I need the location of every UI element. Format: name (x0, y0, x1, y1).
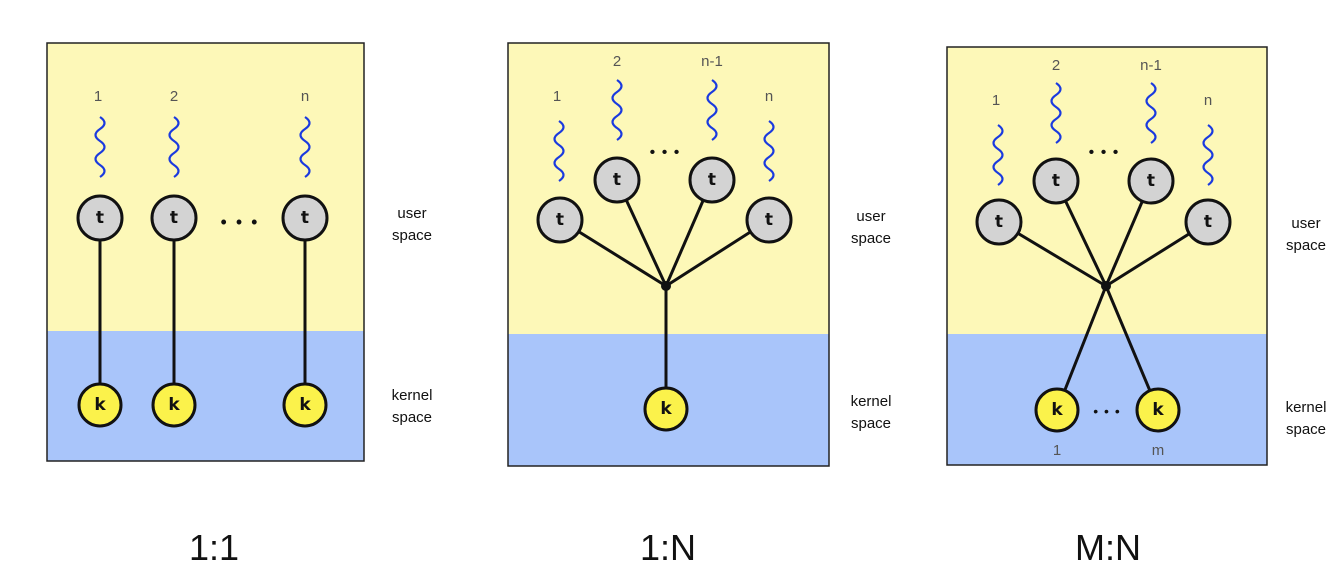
kernel-space-label: kernel (392, 387, 433, 404)
kernel-node-label: k (94, 395, 106, 415)
kernel-space-label: space (851, 415, 891, 432)
kernel-space-label: space (1286, 421, 1326, 438)
user-space-label: user (1291, 215, 1320, 232)
thread-node-label: t (1052, 171, 1060, 191)
thread-node-label: t (556, 210, 564, 230)
thread-node: t (1127, 157, 1175, 205)
thread-node-label: t (1204, 212, 1212, 232)
kernel-node-label: k (299, 395, 311, 415)
thread-number: 2 (613, 53, 621, 70)
kernel-node-label: k (660, 399, 672, 419)
thread-number: n (301, 88, 309, 105)
thread-node: t (745, 196, 793, 244)
thread-node: t (76, 194, 124, 242)
thread-node: t (688, 156, 736, 204)
panel-border (507, 42, 830, 467)
kernel-node-label: k (1051, 400, 1063, 420)
thread-node: t (1032, 157, 1080, 205)
kernel-number: 1 (1053, 442, 1061, 459)
panel-border (46, 42, 365, 462)
panel-one-to-one: 1 2 n t t • • • t k k (46, 42, 433, 568)
ellipsis: • • • (1093, 403, 1120, 419)
junction-point (661, 281, 671, 291)
thread-number: 1 (992, 92, 1000, 109)
thread-node-label: t (765, 210, 773, 230)
kernel-number: m (1152, 442, 1165, 459)
thread-number: 2 (170, 88, 178, 105)
thread-node-label: t (708, 170, 716, 190)
ellipsis: • • • (650, 144, 681, 161)
kernel-node: k (643, 386, 689, 432)
kernel-space-label: space (392, 409, 432, 426)
thread-number: n-1 (701, 53, 723, 70)
thread-node-label: t (96, 208, 104, 228)
kernel-space-label: kernel (1286, 399, 1327, 416)
panel-border (946, 46, 1268, 466)
thread-node: t (281, 194, 329, 242)
user-space-label: user (856, 208, 885, 225)
model-label: M:N (1075, 527, 1141, 568)
panel-one-to-n: 1 2 n-1 n t t • • • t t k (507, 42, 892, 568)
panel-m-to-n: 1 2 n-1 n t t • • • t t k • (946, 46, 1327, 568)
thread-number: n (765, 88, 773, 105)
thread-number: 1 (94, 88, 102, 105)
kernel-node: k (77, 382, 123, 428)
thread-number: n-1 (1140, 57, 1162, 74)
thread-node-label: t (170, 208, 178, 228)
thread-number: 1 (553, 88, 561, 105)
thread-node-label: t (301, 208, 309, 228)
ellipsis: • • • (1089, 144, 1120, 161)
kernel-space-label: kernel (851, 393, 892, 410)
thread-number: 2 (1052, 57, 1060, 74)
kernel-node: k (282, 382, 328, 428)
kernel-node: k (1034, 387, 1080, 433)
kernel-node: k (1135, 387, 1181, 433)
thread-node-label: t (613, 170, 621, 190)
thread-node: t (593, 156, 641, 204)
thread-node: t (536, 196, 584, 244)
user-space-region (47, 43, 364, 331)
thread-node-label: t (995, 212, 1003, 232)
junction-point (1101, 281, 1111, 291)
user-space-label: space (1286, 237, 1326, 254)
ellipsis: • • • (221, 212, 260, 232)
kernel-space-region (947, 334, 1267, 465)
user-space-label: user (397, 205, 426, 222)
user-space-label: space (392, 227, 432, 244)
thread-node: t (975, 198, 1023, 246)
user-space-label: space (851, 230, 891, 247)
model-label: 1:1 (189, 527, 239, 568)
model-label: 1:N (640, 527, 696, 568)
kernel-node-label: k (1152, 400, 1164, 420)
kernel-node-label: k (168, 395, 180, 415)
thread-node: t (1184, 198, 1232, 246)
thread-node: t (150, 194, 198, 242)
thread-number: n (1204, 92, 1212, 109)
kernel-node: k (151, 382, 197, 428)
user-space-region (508, 43, 829, 334)
thread-node-label: t (1147, 171, 1155, 191)
